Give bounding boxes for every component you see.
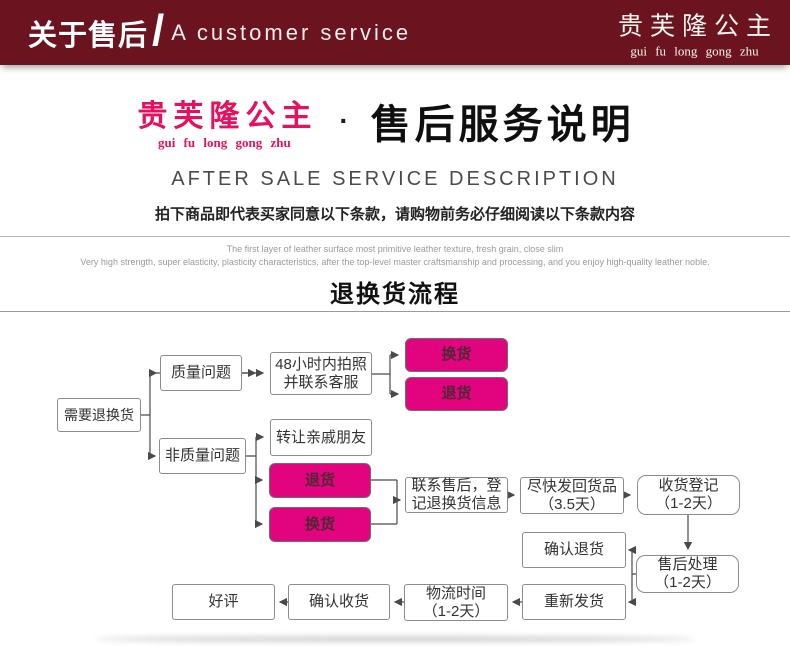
node-label: 确认退货	[543, 541, 604, 559]
node-label: （1-2天）	[422, 602, 490, 620]
node-label: 换货	[304, 515, 335, 533]
flow-node-send-back: 尽快发回货品 （3.5天）	[520, 477, 624, 514]
divider-line-bottom	[0, 311, 790, 312]
divider-line-top	[0, 236, 790, 237]
node-label: 重新发货	[543, 593, 604, 611]
flow-node-quality-issue: 质量问题	[160, 355, 242, 391]
header-brand-logo: 贵芙隆公主 gui fu long gong zhu	[611, 6, 778, 59]
node-label: （1-2天）	[655, 495, 722, 512]
node-label: （1-2天）	[654, 574, 721, 591]
header-brand-name: 贵芙隆公主	[617, 13, 778, 40]
flow-node-confirm-receive: 确认收货	[288, 584, 390, 620]
flow-node-exchange-mid: 换货	[269, 507, 371, 542]
leather-description: The first layer of leather surface most …	[0, 243, 790, 269]
flow-section-title: 退换货流程	[330, 281, 460, 308]
node-label: 确认收货	[308, 593, 369, 611]
flow-node-need-return: 需要退换货	[57, 398, 141, 432]
bullet-separator: ·	[339, 105, 349, 136]
flow-node-return-mid: 退货	[269, 463, 371, 498]
node-label: 好评	[208, 593, 239, 611]
node-label: 48小时内拍照	[275, 355, 367, 373]
flow-node-logistics-time: 物流时间 （1-2天）	[404, 584, 508, 621]
flow-node-transfer-friends: 转让亲戚朋友	[270, 419, 372, 456]
flow-node-non-quality-issue: 非质量问题	[159, 438, 246, 474]
node-label: （3.5天）	[539, 495, 605, 513]
flow-node-exchange-top: 换货	[405, 338, 508, 372]
node-label: 联系售后，登	[411, 477, 502, 495]
page-title: 售后服务说明	[370, 103, 635, 147]
header-title-zh: 关于售后	[28, 19, 149, 52]
node-label: 换货	[441, 346, 472, 364]
flow-node-return-top: 退货	[405, 377, 508, 411]
brand-logo: 贵芙隆公主 gui fu long gong zhu	[131, 91, 317, 151]
slash-divider: /	[152, 5, 165, 55]
node-label: 物流时间	[425, 584, 486, 602]
flow-node-confirm-return: 确认退货	[522, 532, 626, 568]
node-label: 并联系客服	[283, 373, 359, 391]
node-label: 记退换货信息	[411, 495, 502, 512]
node-label: 转让亲戚朋友	[275, 428, 366, 446]
intro-title-row: 贵芙隆公主 gui fu long gong zhu · 售后服务说明	[0, 86, 778, 156]
terms-notice: 拍下商品即代表买家同意以下条款，请购物前务必仔细阅读以下条款内容	[154, 206, 635, 223]
brand-name: 贵芙隆公主	[137, 100, 318, 133]
header-title-group: 关于售后 / A customer service	[28, 5, 412, 55]
flow-node-contact-service: 联系售后，登 记退换货信息	[405, 477, 508, 513]
brand-pinyin: gui fu long gong zhu	[157, 135, 291, 150]
node-label: 售后处理	[657, 556, 718, 574]
node-label: 尽快发回货品	[526, 477, 617, 495]
leather-description-line2: Very high strength, super elasticity, pl…	[80, 257, 710, 267]
node-label: 质量问题	[170, 364, 231, 382]
page-bottom-shadow	[95, 636, 695, 642]
flow-node-praise: 好评	[172, 584, 275, 620]
node-label: 收货登记	[658, 477, 719, 495]
node-label: 退货	[441, 385, 472, 403]
node-label: 需要退换货	[64, 406, 134, 423]
page-subtitle-en: AFTER SALE SERVICE DESCRIPTION	[171, 168, 619, 190]
header-bar: 关于售后 / A customer service 贵芙隆公主 gui fu l…	[0, 0, 790, 65]
header-title-en: A customer service	[171, 19, 412, 45]
flow-node-photo-48h: 48小时内拍照 并联系客服	[270, 352, 372, 395]
flow-node-reship: 重新发货	[522, 584, 626, 620]
node-label: 非质量问题	[164, 447, 240, 465]
leather-description-line1: The first layer of leather surface most …	[226, 244, 564, 254]
header-brand-pinyin: gui fu long gong zhu	[630, 43, 759, 58]
flow-node-aftersale-process: 售后处理 （1-2天）	[636, 555, 739, 593]
flow-node-receive-register: 收货登记 （1-2天）	[637, 475, 740, 515]
node-label: 退货	[304, 471, 335, 489]
